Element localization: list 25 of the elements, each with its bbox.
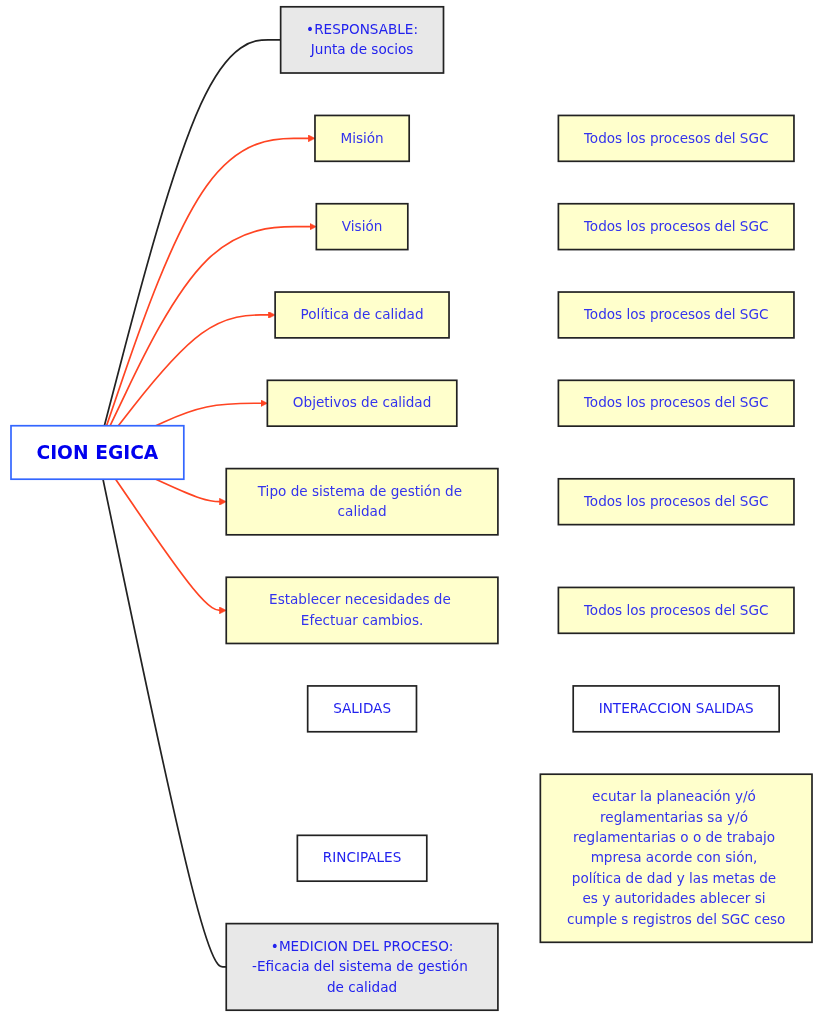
node-box: CION EGICA <box>10 424 185 481</box>
node-box: Visión <box>315 202 409 251</box>
node-box: Política de calidad <box>274 291 450 339</box>
node-box: RINCIPALES <box>296 834 428 882</box>
node-box: Todos los procesos del SGC <box>557 202 795 251</box>
arrow <box>155 478 227 506</box>
node-box: SALIDAS <box>306 685 418 733</box>
node-box: Tipo de sistema de gestión de calidad <box>225 467 499 536</box>
arrow <box>105 134 316 427</box>
node-box: INTERACCION SALIDAS <box>572 685 780 733</box>
node-box: Todos los procesos del SGC <box>557 586 795 635</box>
node-box: Todos los procesos del SGC <box>557 477 795 526</box>
node-box: •MEDICION DEL PROCESO: -Eficacia del sistema de gestión de calidad <box>225 922 499 1012</box>
arrow <box>155 399 268 427</box>
node-box: ecutar la planeación y/ó reglamentarias sa y/ó reglamentarias o o de trabajo mpresa acorde con sión, política de dad y las metas de es y autoridades ablecer si cumple s registros del SGC ceso <box>539 773 813 944</box>
arrow <box>109 222 317 427</box>
node-box: Objetivos de calidad <box>266 379 458 427</box>
node-box: Misión <box>314 114 411 163</box>
node-box: Todos los procesos del SGC <box>557 379 795 427</box>
arrow <box>117 311 276 427</box>
node-box: Todos los procesos del SGC <box>557 114 795 163</box>
node-box: Todos los procesos del SGC <box>557 291 795 339</box>
node-box: Establecer necesidades de Efectuar cambios. <box>225 576 499 645</box>
node-box: •RESPONSABLE: Junta de socios <box>279 5 445 74</box>
arrow <box>114 478 227 615</box>
